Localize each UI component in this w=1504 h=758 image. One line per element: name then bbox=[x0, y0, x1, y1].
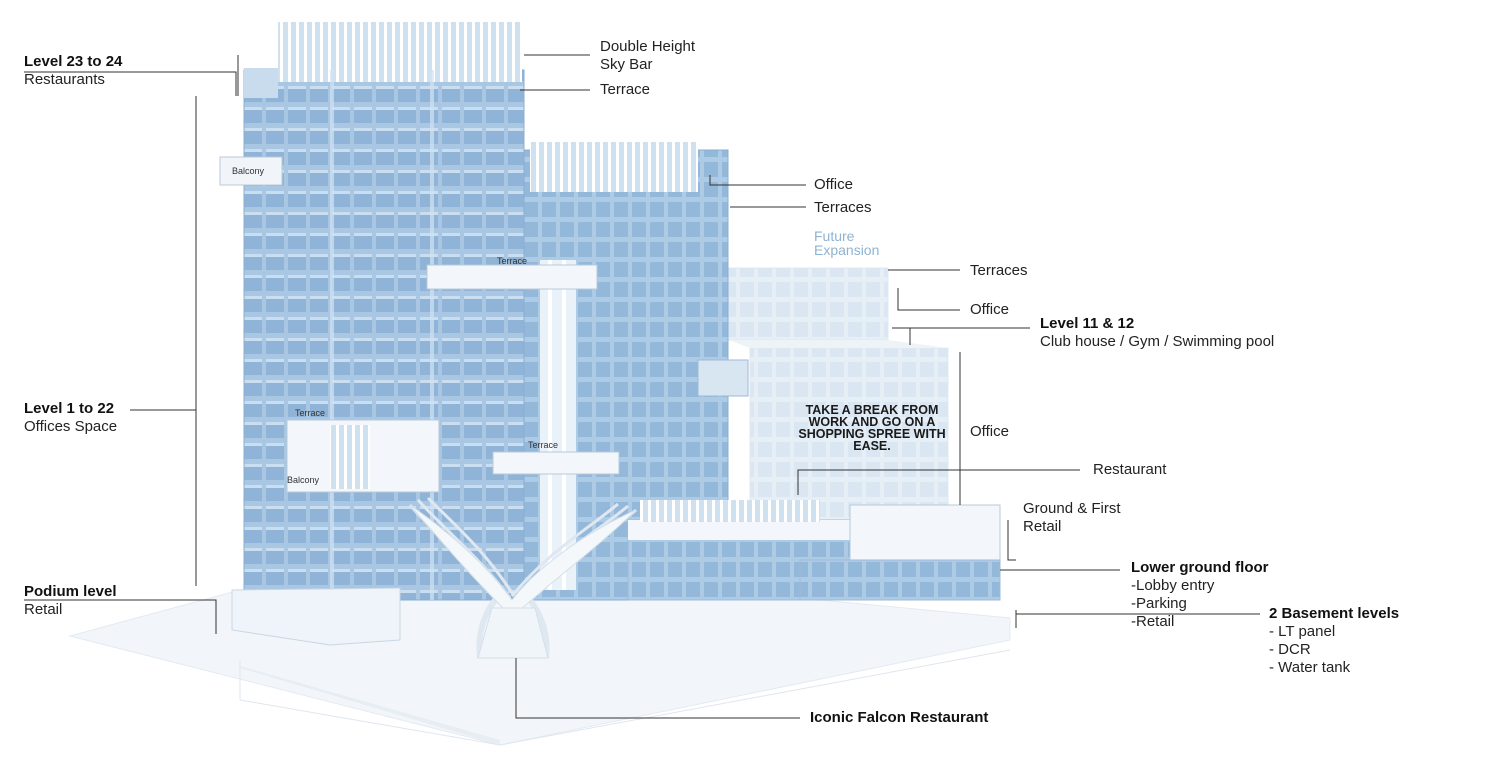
sky-bar-line1: Double Height bbox=[600, 38, 695, 56]
lower-ground-l2: -Parking bbox=[1131, 595, 1268, 613]
level-1-22-title: Level 1 to 22 bbox=[24, 400, 117, 418]
office-right-callout: Office bbox=[970, 301, 1009, 319]
podium-callout: Podium level Retail bbox=[24, 583, 117, 619]
basement-title: 2 Basement levels bbox=[1269, 605, 1399, 623]
terrace-bridge1-label: Terrace bbox=[497, 256, 527, 266]
terrace-bridge2-label: Terrace bbox=[528, 440, 558, 450]
podium-sub: Retail bbox=[24, 601, 117, 619]
future-expansion-block bbox=[728, 268, 948, 520]
sky-bar-callout: Double Height Sky Bar bbox=[600, 38, 695, 74]
ground-first-line2: Retail bbox=[1023, 518, 1121, 536]
falcon-title: Iconic Falcon Restaurant bbox=[810, 709, 988, 726]
level-11-12-callout: Level 11 & 12 Club house / Gym / Swimmin… bbox=[1040, 315, 1274, 351]
main-tower bbox=[244, 22, 524, 600]
shopping-slogan: TAKE A BREAK FROM WORK AND GO ON A SHOPP… bbox=[788, 404, 956, 452]
basement-callout: 2 Basement levels - LT panel - DCR - Wat… bbox=[1269, 605, 1399, 677]
level-1-22-callout: Level 1 to 22 Offices Space bbox=[24, 400, 117, 436]
lower-ground-callout: Lower ground floor -Lobby entry -Parking… bbox=[1131, 559, 1268, 631]
terraces-mid-callout: Terraces bbox=[814, 199, 872, 217]
lower-ground-title: Lower ground floor bbox=[1131, 559, 1268, 577]
level-11-12-sub: Club house / Gym / Swimming pool bbox=[1040, 333, 1274, 351]
falcon-callout: Iconic Falcon Restaurant bbox=[810, 709, 988, 727]
level-1-22-sub: Offices Space bbox=[24, 418, 117, 436]
lower-ground-l3: -Retail bbox=[1131, 613, 1268, 631]
office-low-callout: Office bbox=[970, 423, 1009, 441]
level-23-24-title: Level 23 to 24 bbox=[24, 53, 122, 71]
terraces-right-callout: Terraces bbox=[970, 262, 1028, 280]
balcony-top-label: Balcony bbox=[232, 166, 264, 176]
podium-title: Podium level bbox=[24, 583, 117, 601]
future-line1: Future bbox=[814, 229, 879, 243]
basement-l3: - Water tank bbox=[1269, 659, 1399, 677]
lower-ground-l1: -Lobby entry bbox=[1131, 577, 1268, 595]
restaurant-callout: Restaurant bbox=[1093, 461, 1166, 479]
terrace-top-callout: Terrace bbox=[600, 81, 650, 99]
level-11-12-title: Level 11 & 12 bbox=[1040, 315, 1274, 333]
terrace-left-label: Terrace bbox=[295, 408, 325, 418]
ground-first-callout: Ground & First Retail bbox=[1023, 500, 1121, 536]
level-23-24-sub: Restaurants bbox=[24, 71, 122, 89]
future-line2: Expansion bbox=[814, 243, 879, 257]
ground-first-line1: Ground & First bbox=[1023, 500, 1121, 518]
basement-l1: - LT panel bbox=[1269, 623, 1399, 641]
basement-l2: - DCR bbox=[1269, 641, 1399, 659]
office-mid-callout: Office bbox=[814, 176, 853, 194]
balcony-left-label: Balcony bbox=[287, 475, 319, 485]
level-23-24-callout: Level 23 to 24 Restaurants bbox=[24, 53, 122, 89]
sky-bar-line2: Sky Bar bbox=[600, 56, 695, 74]
future-expansion-callout: Future Expansion bbox=[814, 229, 879, 257]
